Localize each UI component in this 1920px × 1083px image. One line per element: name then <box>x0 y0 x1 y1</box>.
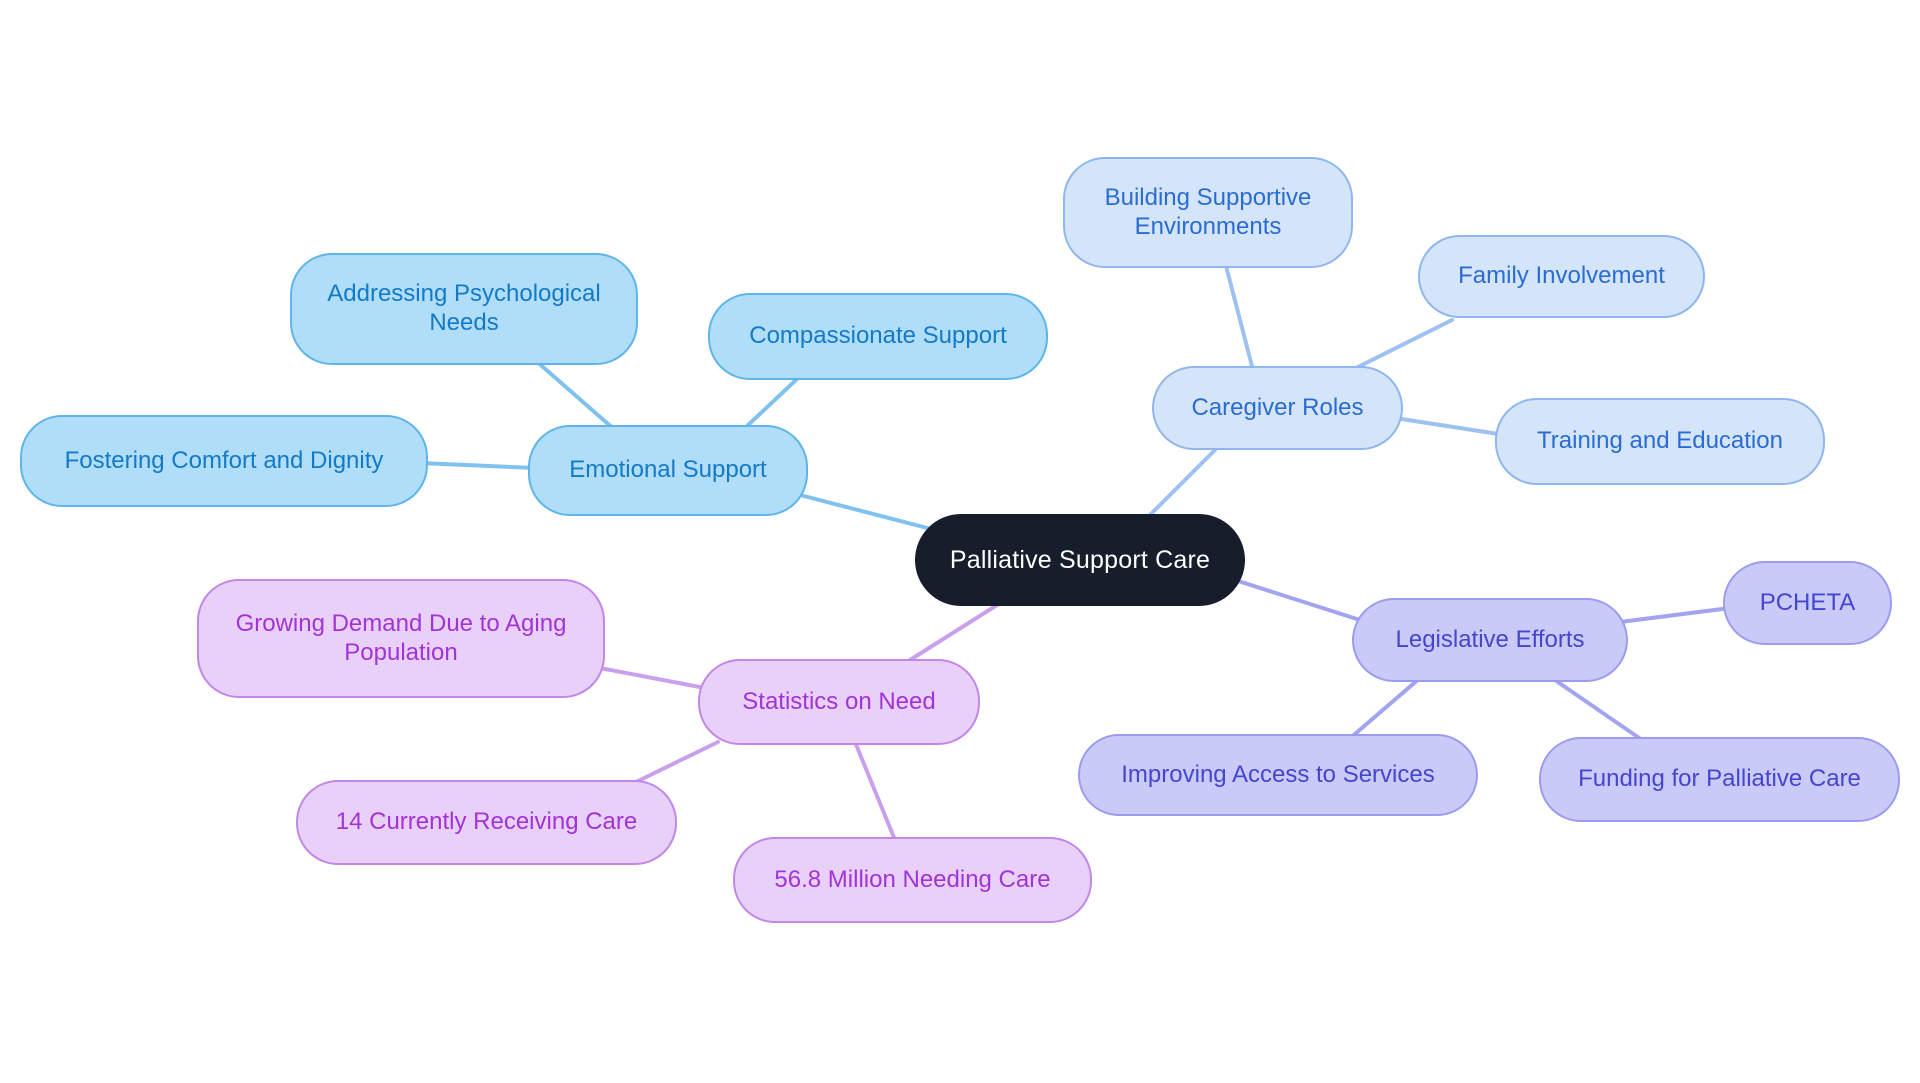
edge-statistics-14-currently-receiving <box>634 740 720 784</box>
edge-root-statistics-on-need <box>908 598 1007 662</box>
node-training-and-education[interactable]: Training and Education <box>1495 398 1825 485</box>
node-legislative-efforts[interactable]: Legislative Efforts <box>1352 598 1628 682</box>
node-statistics-on-need[interactable]: Statistics on Need <box>698 659 980 745</box>
node-fostering-comfort-and-dignity[interactable]: Fostering Comfort and Dignity <box>20 415 428 507</box>
node-palliative-support-care[interactable]: Palliative Support Care <box>915 514 1245 606</box>
node-building-supportive-environments[interactable]: Building Supportive Environments <box>1063 157 1353 268</box>
node-improving-access-to-services[interactable]: Improving Access to Services <box>1078 734 1478 816</box>
edge-emotional-support-fostering-comfort <box>418 461 537 470</box>
node-pcheta[interactable]: PCHETA <box>1723 561 1892 645</box>
edge-root-legislative-efforts <box>1233 578 1362 622</box>
edge-legislative-efforts-funding <box>1550 676 1647 744</box>
edge-statistics-56-million-needing <box>853 740 897 842</box>
node-14-currently-receiving-care[interactable]: 14 Currently Receiving Care <box>296 780 677 865</box>
node-family-involvement[interactable]: Family Involvement <box>1418 235 1705 318</box>
edge-legislative-efforts-improving-access <box>1346 676 1422 742</box>
node-funding-for-palliative-care[interactable]: Funding for Palliative Care <box>1539 737 1900 822</box>
edge-statistics-growing-demand <box>598 666 707 690</box>
edge-emotional-support-addressing-psychological-needs <box>533 358 617 432</box>
node-56-million-needing-care[interactable]: 56.8 Million Needing Care <box>733 837 1092 923</box>
node-emotional-support[interactable]: Emotional Support <box>528 425 808 516</box>
edge-caregiver-roles-family-involvement <box>1346 318 1454 374</box>
node-caregiver-roles[interactable]: Caregiver Roles <box>1152 366 1403 450</box>
node-growing-demand-aging-population[interactable]: Growing Demand Due to Aging Population <box>197 579 605 698</box>
edge-root-caregiver-roles <box>1143 448 1217 522</box>
node-addressing-psychological-needs[interactable]: Addressing Psychological Needs <box>290 253 638 365</box>
edge-root-emotional-support <box>798 493 937 532</box>
node-compassionate-support[interactable]: Compassionate Support <box>708 293 1048 380</box>
edge-emotional-support-compassionate-support <box>743 376 800 430</box>
edge-legislative-efforts-pcheta <box>1618 606 1732 624</box>
edge-caregiver-roles-training-and-education <box>1393 416 1507 437</box>
edge-caregiver-roles-building-supportive-environments <box>1223 260 1255 372</box>
